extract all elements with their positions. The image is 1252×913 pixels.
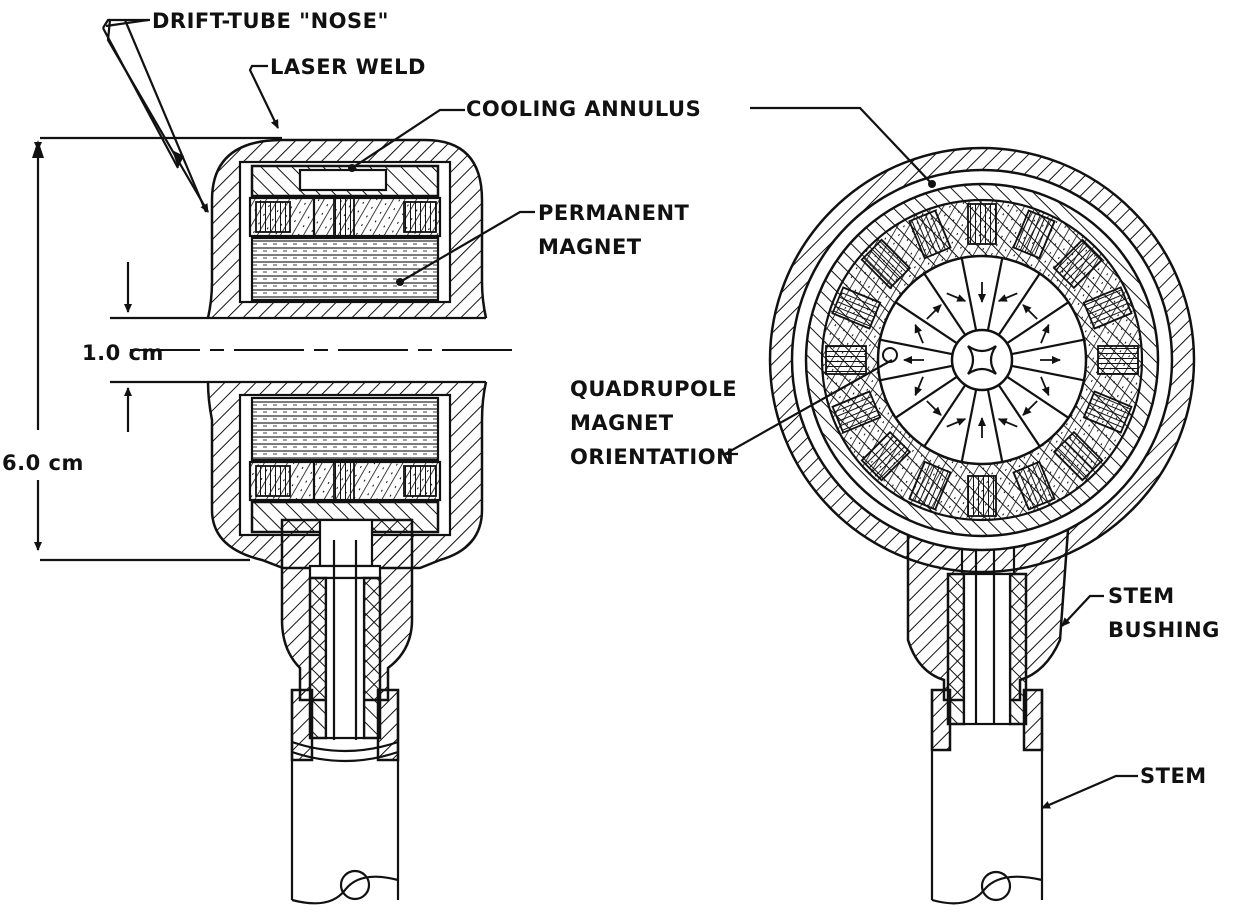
side-section-view [130,138,520,905]
magnet-spacer-bead [1097,345,1139,375]
label-quadrupole: QUADRUPOLE [570,377,737,401]
end-section-view [768,146,1196,905]
magnet-segment-divider [879,364,953,382]
magnetization-arrow-icon [946,292,967,302]
bore-cross-icon [967,345,997,375]
label-stem-bushing-2: BUSHING [1108,618,1220,642]
magnet-segment-divider [997,384,1041,448]
magnet-spacer-bead [967,475,997,517]
magnet-spacer-bead [1012,209,1056,260]
magnet-spacer-bead [908,460,952,511]
magnet-segment-divider [894,301,958,345]
magnetization-arrow-icon [914,376,924,397]
magnetization-arrow-icon [946,418,967,428]
label-drift-tube-nose: DRIFT-TUBE "NOSE" [152,9,389,33]
magnet-segment-divider [879,338,953,356]
magnet-spacer-bead [831,286,882,330]
magnet-segment-divider [1011,364,1085,382]
magnetization-arrow-icon [1040,323,1050,344]
height-dimension [32,136,282,562]
label-quadrupole-magnet: MAGNET [570,411,674,435]
magnet-spacer-bead [825,345,867,375]
magnet-spacer-bead [860,430,912,482]
magnet-spacer-bead [831,390,882,434]
magnet-spacer-bead [1012,460,1056,511]
magnet-spacer-bead [1052,238,1104,290]
magnetization-arrow-icon [1040,376,1050,397]
label-permanent: PERMANENT [538,201,690,225]
magnetization-arrow-icon [997,418,1018,428]
label-stem: STEM [1140,764,1207,788]
label-cooling-annulus: COOLING ANNULUS [466,97,701,121]
magnetization-arrow-icon [1022,400,1038,416]
magnetization-arrow-icon [1022,304,1038,320]
magnet-spacer-bead [1082,286,1133,330]
label-bore-dimension: 1.0 cm [82,341,164,365]
magnet-segment-divider [986,257,1004,331]
magnet-segment-divider [923,384,967,448]
magnet-spacer-bead [1082,390,1133,434]
label-stem-bushing-1: STEM [1108,584,1175,608]
label-magnet: MAGNET [538,235,642,259]
magnetization-arrow-icon [914,323,924,344]
magnet-segment-divider [894,375,958,419]
label-laser-weld: LASER WELD [270,55,426,79]
magnet-segment-divider [1006,301,1070,345]
magnet-segment-divider [923,272,967,336]
label-orientation: ORIENTATION [570,445,734,469]
magnet-segment-divider [960,257,978,331]
magnet-spacer-bead [967,203,997,245]
magnet-segment-divider [960,389,978,463]
magnetization-arrow-icon [926,400,942,416]
beam-bore [950,328,1014,392]
magnet-spacer-bead [1052,430,1104,482]
label-height-dimension: 6.0 cm [2,451,84,475]
magnetization-arrow-icon [997,292,1018,302]
magnet-spacer-bead [860,238,912,290]
magnet-segment-divider [1006,375,1070,419]
magnet-segment-divider [1011,338,1085,356]
magnetization-arrow-icon [926,304,942,320]
magnet-segment-divider [997,272,1041,336]
magnet-segment-divider [986,389,1004,463]
magnet-spacer-bead [908,209,952,260]
leader-lines [102,18,1138,810]
bore-dimension [110,262,208,432]
